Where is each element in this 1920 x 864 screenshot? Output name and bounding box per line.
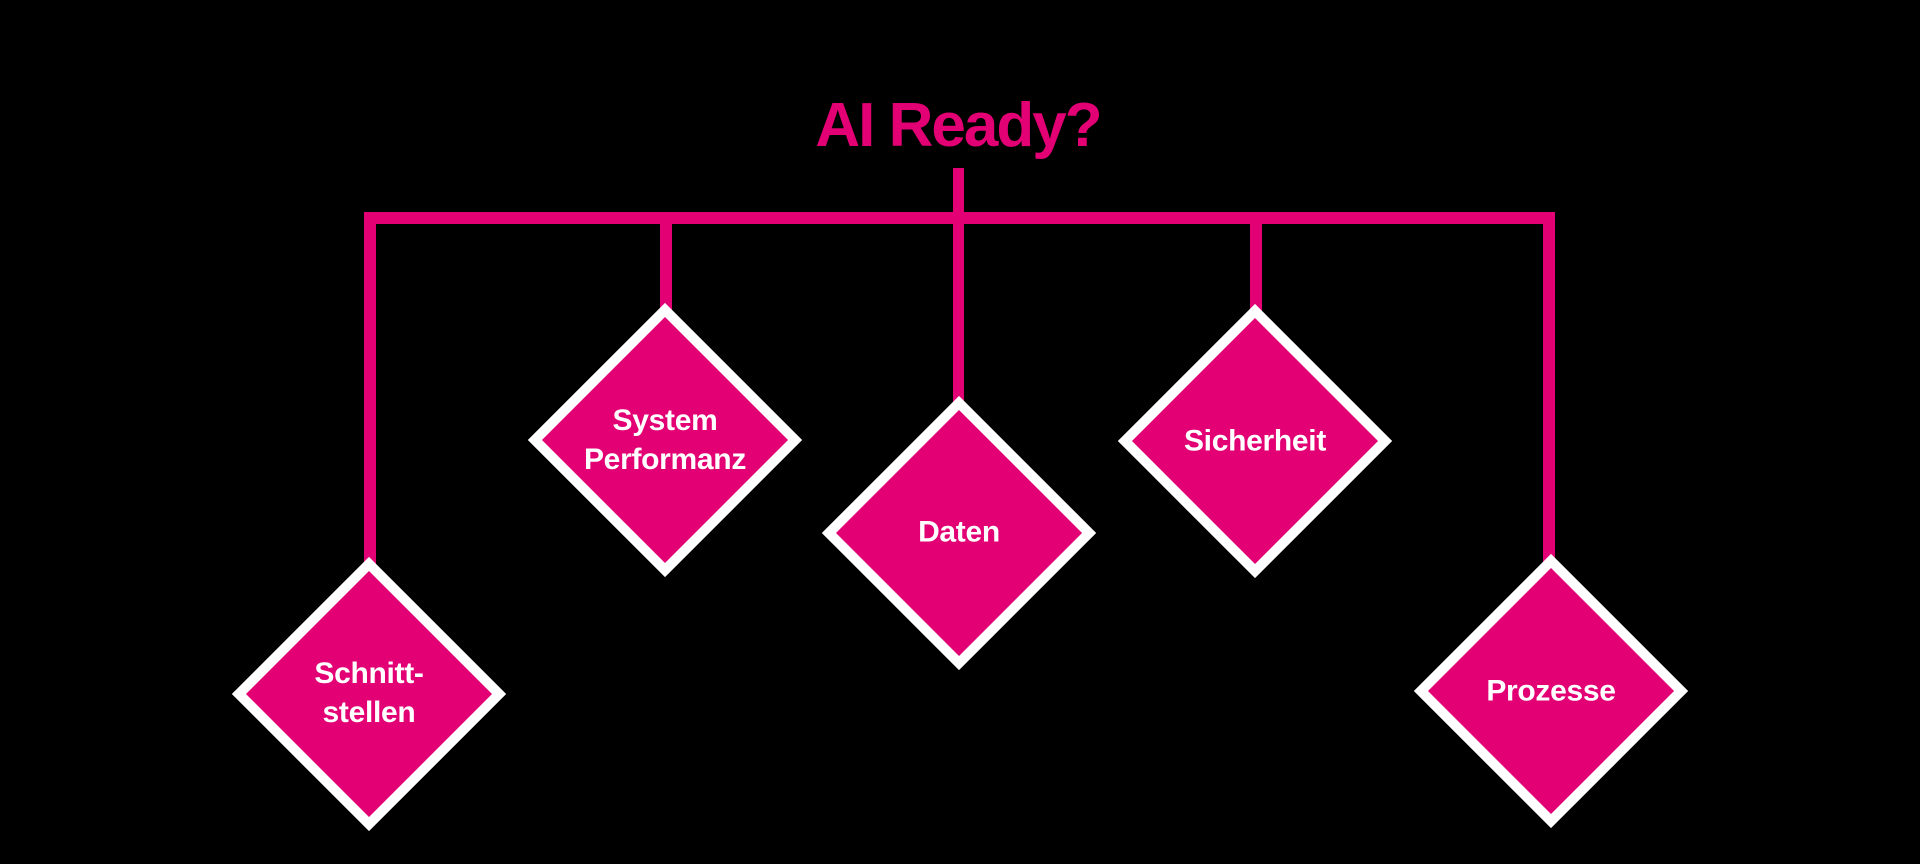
- connector-prozesse: [1543, 212, 1555, 572]
- node-system-performanz-label: System Performanz: [583, 404, 747, 476]
- connector-system-performanz: [660, 212, 672, 320]
- node-schnittstellen-label: Schnitt- stellen: [314, 657, 424, 729]
- connector-sicherheit: [1250, 212, 1262, 320]
- node-sicherheit-label: Sicherheit: [1183, 424, 1327, 458]
- connector-trunk: [953, 168, 964, 408]
- node-daten-label: Daten: [918, 515, 1000, 549]
- diagram-title: AI Ready?: [815, 91, 1102, 160]
- connector-horizontal: [364, 212, 1553, 224]
- connector-schnittstellen: [364, 212, 376, 568]
- node-prozesse-label: Prozesse: [1486, 674, 1616, 708]
